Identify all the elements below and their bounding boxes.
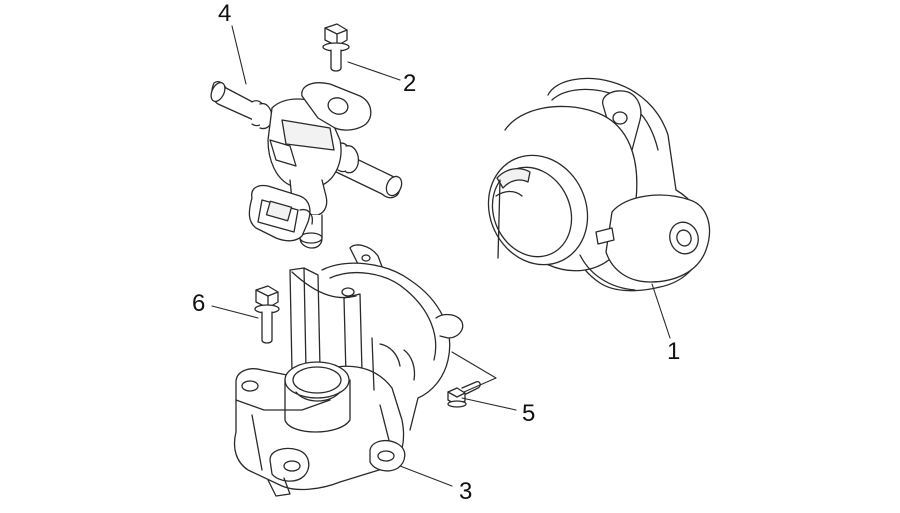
callout-1: 1 [667,338,681,365]
callout-3: 3 [459,478,473,505]
leader-line-5-branch [451,351,497,379]
callout-6: 6 [192,290,206,317]
manifold-bolt [255,286,279,343]
callout-4: 4 [218,0,232,27]
throttle-body-housing [471,78,710,290]
leader-line-6 [211,305,259,319]
leader-line-4 [231,25,247,85]
fuel-injector-assembly [208,80,404,248]
small-screw [448,382,480,407]
callout-2: 2 [403,70,417,97]
leader-line-3 [399,465,453,487]
leader-line-5 [461,397,517,411]
leader-line-5-join [463,377,497,393]
leader-lines [211,25,671,487]
leader-line-2 [347,61,401,81]
intake-manifold [235,245,463,496]
flange-bolt [323,24,349,71]
callout-5: 5 [522,400,536,427]
leader-line-1 [651,283,671,339]
